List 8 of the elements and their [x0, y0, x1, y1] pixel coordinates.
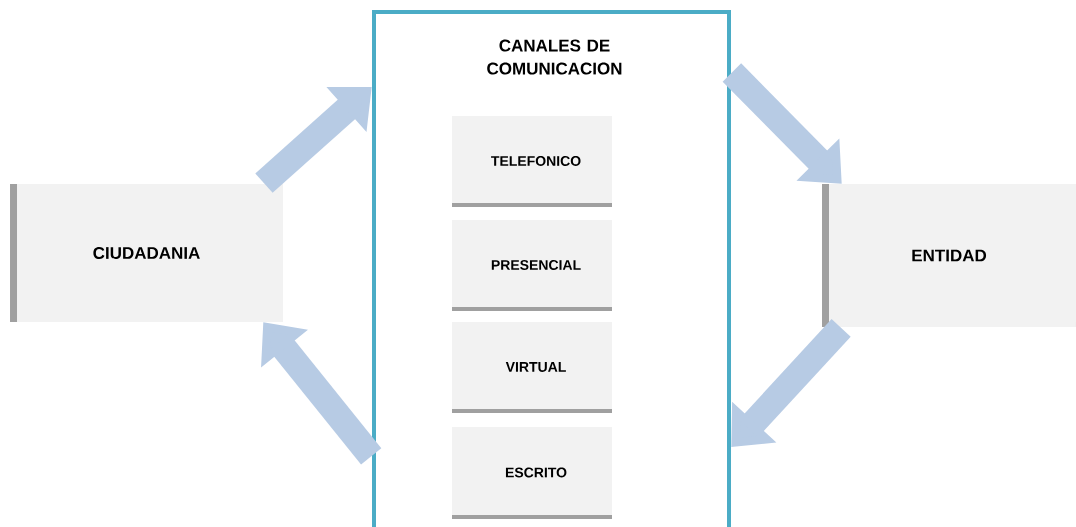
block-arrow [722, 63, 842, 184]
channel-box: PRESENCIAL [452, 220, 612, 311]
block-arrow [255, 86, 372, 193]
channel-box: TELEFONICO [452, 116, 612, 207]
actor-box: ENTIDAD [822, 184, 1076, 327]
actor-box: CIUDADANIA [10, 184, 283, 322]
channel-box: VIRTUAL [452, 322, 612, 413]
channel-box: ESCRITO [452, 427, 612, 519]
